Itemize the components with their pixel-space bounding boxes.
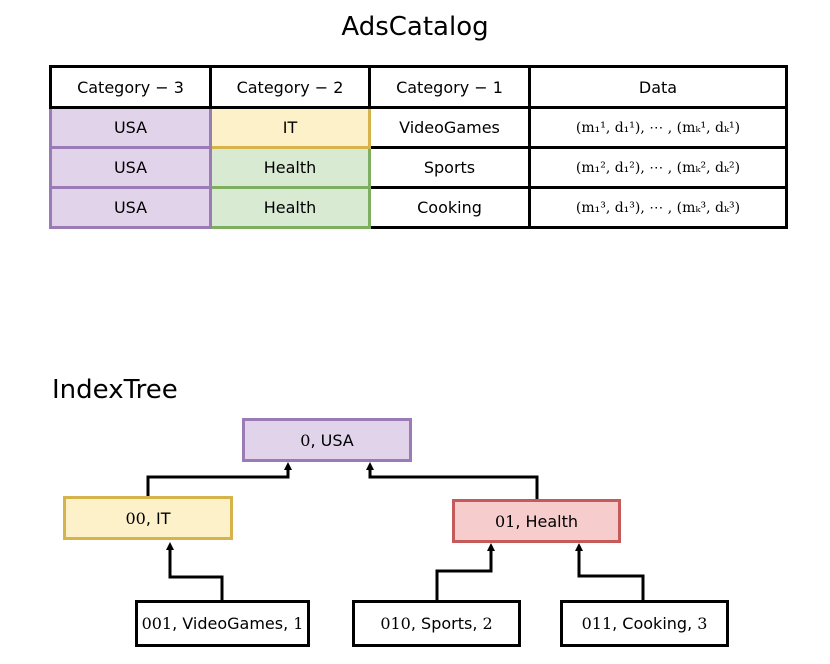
- tree-node-cooking: 011, Cooking, 3: [560, 600, 729, 647]
- header-category-2: Category − 2: [209, 65, 371, 109]
- node-code: 001: [141, 614, 173, 633]
- cell-data: (m₁², d₁²), ⋯ , (mₖ², dₖ²): [528, 146, 788, 189]
- cell-category-3: USA: [49, 106, 212, 149]
- catalog-title: AdsCatalog: [341, 12, 489, 42]
- header-data: Data: [528, 65, 788, 109]
- cell-category-1: VideoGames: [368, 106, 531, 149]
- cell-category-1: Cooking: [368, 186, 531, 229]
- node-label: IT: [156, 508, 171, 528]
- node-label: Health: [525, 511, 579, 531]
- node-code: 010: [380, 614, 411, 633]
- tree-node-it: 00, IT: [63, 496, 233, 540]
- edge-it-to-root: [146, 462, 292, 497]
- edge-sports-to-health: [435, 543, 495, 601]
- edge-videogames-to-it: [166, 542, 224, 602]
- table-row: USA IT VideoGames (m₁¹, d₁¹), ⋯ , (mₖ¹, …: [49, 106, 788, 149]
- cell-category-2: Health: [209, 146, 371, 189]
- node-code: 0: [300, 430, 311, 450]
- node-id: 3: [697, 614, 708, 633]
- node-label: Sports: [421, 614, 473, 633]
- cell-category-1: Sports: [368, 146, 531, 189]
- header-category-3: Category − 3: [49, 65, 212, 109]
- ads-catalog-table: Category − 3 Category − 2 Category − 1 D…: [49, 65, 788, 229]
- index-tree-title: IndexTree: [52, 375, 178, 405]
- node-code: 00: [125, 508, 146, 528]
- node-label: VideoGames: [182, 614, 284, 633]
- cell-data: (m₁³, d₁³), ⋯ , (mₖ³, dₖ³): [528, 186, 788, 229]
- node-id: 2: [482, 614, 493, 633]
- tree-node-videogames: 001, VideoGames, 1: [135, 600, 310, 647]
- node-id: 1: [293, 614, 304, 633]
- cell-category-3: USA: [49, 146, 212, 189]
- node-label: USA: [320, 430, 354, 450]
- node-code: 011: [581, 614, 613, 633]
- table-row: USA Health Sports (m₁², d₁²), ⋯ , (mₖ², …: [49, 146, 788, 189]
- edge-cooking-to-health: [575, 543, 645, 601]
- node-code: 01: [494, 511, 516, 531]
- tree-node-root: 0, USA: [242, 418, 412, 462]
- table-row: USA Health Cooking (m₁³, d₁³), ⋯ , (mₖ³,…: [49, 186, 788, 229]
- table-header-row: Category − 3 Category − 2 Category − 1 D…: [49, 65, 788, 109]
- tree-node-health: 01, Health: [452, 499, 621, 543]
- cell-category-2: IT: [209, 106, 371, 149]
- header-category-1: Category − 1: [368, 65, 531, 109]
- edge-health-to-root: [366, 462, 539, 499]
- tree-node-sports: 010, Sports, 2: [352, 600, 521, 647]
- cell-category-3: USA: [49, 186, 212, 229]
- cell-data: (m₁¹, d₁¹), ⋯ , (mₖ¹, dₖ¹): [528, 106, 788, 149]
- node-label: Cooking: [622, 614, 688, 633]
- cell-category-2: Health: [209, 186, 371, 229]
